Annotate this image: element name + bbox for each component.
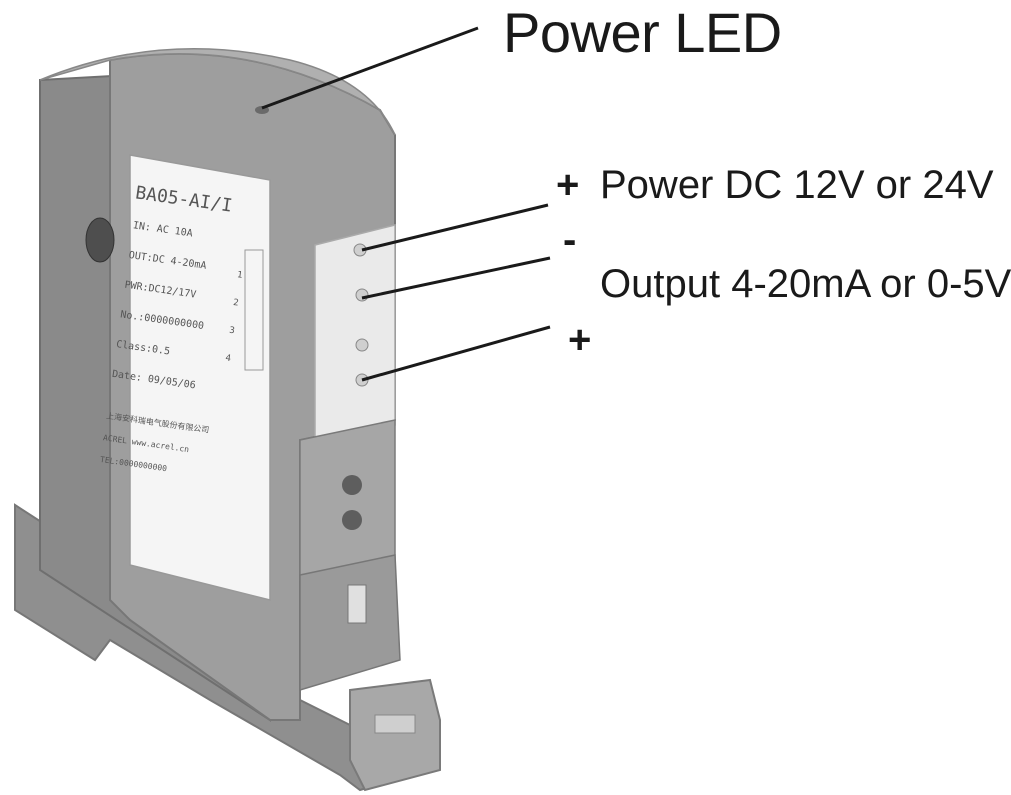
leader-line-power-plus (361, 203, 549, 252)
label-terminal-number: 4 (225, 353, 232, 364)
housing-top-curve (39, 48, 396, 136)
mounting-hole (85, 217, 115, 263)
plus-sign-bottom: + (568, 318, 592, 362)
label-terminal-number: 2 (232, 298, 239, 309)
adjust-screw-1 (342, 475, 362, 495)
terminal-screw-2 (355, 288, 369, 302)
label-terminal-number: 3 (229, 326, 236, 337)
terminal-strip (314, 224, 396, 446)
din-clip (349, 678, 441, 792)
power-label: Power DC 12V or 24V (600, 163, 994, 207)
label-terminal-boxes (244, 249, 264, 371)
leader-line-led (261, 26, 479, 110)
lower-slot (347, 584, 367, 624)
terminal-screw-3 (355, 338, 369, 352)
leader-line-power-minus (361, 256, 551, 300)
adjust-screw-2 (342, 510, 362, 530)
label-terminal-number: 1 (236, 270, 243, 281)
leader-line-output-plus (361, 325, 551, 382)
din-clip-slot (374, 714, 416, 734)
minus-sign: - (563, 218, 577, 262)
power-led-title: Power LED (503, 1, 782, 64)
plus-sign-top: + (556, 163, 580, 207)
lower-terminal-block (299, 419, 396, 581)
label-panel (129, 154, 271, 601)
output-label: Output 4-20mA or 0-5V (600, 262, 1011, 306)
